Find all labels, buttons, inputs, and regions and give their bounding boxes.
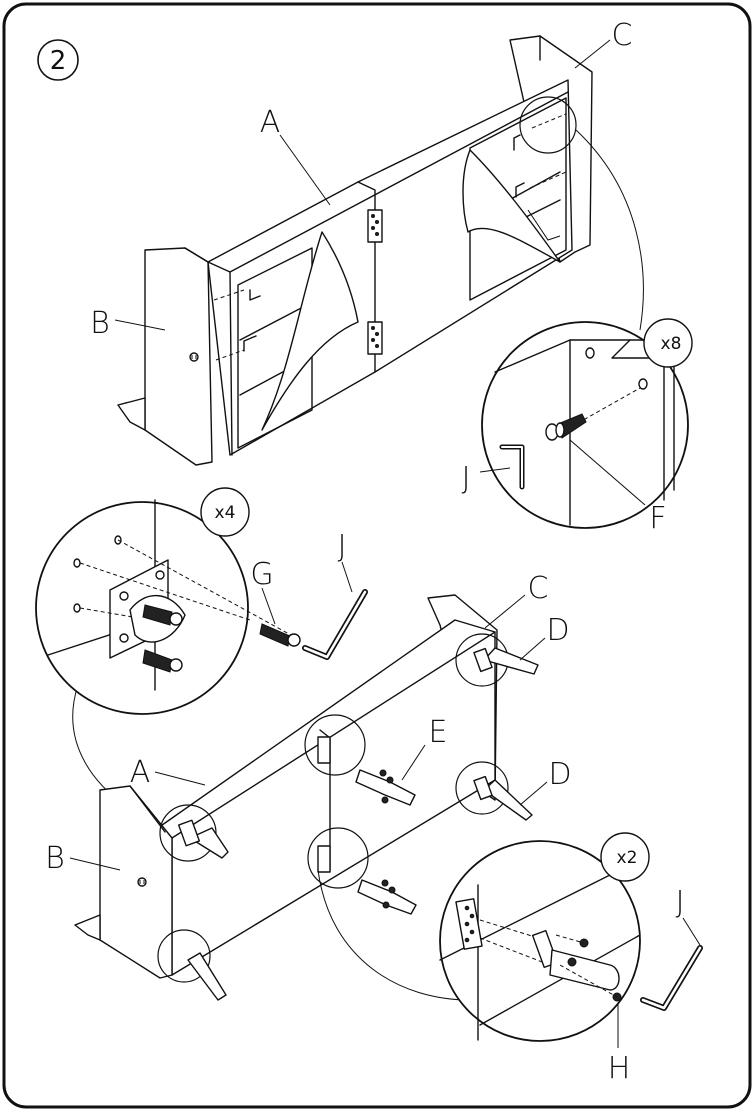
label-j-right: J	[676, 885, 685, 920]
label-j-left: J	[338, 529, 347, 564]
top-qty-label: x8	[661, 334, 682, 354]
step-number-badge: 2	[37, 39, 79, 81]
label-f-top: F	[649, 501, 666, 536]
allen-key-j-right	[640, 945, 703, 1011]
label-g: G	[250, 557, 273, 592]
allen-key-j-left	[302, 589, 368, 660]
detail-bubble-bolt-g: x4	[35, 487, 301, 715]
label-a-bottom: A	[130, 755, 151, 790]
label-c-top: C	[612, 18, 633, 53]
sofa-back-assembly-view	[117, 35, 644, 466]
label-e: E	[429, 715, 448, 750]
left-qty-label: x4	[215, 503, 236, 523]
label-b-bottom: B	[45, 841, 65, 876]
step-number: 2	[50, 46, 67, 76]
label-b-top: B	[90, 306, 110, 341]
bolt-g-part	[259, 623, 301, 647]
sofa-legs-assembly-view	[72, 594, 539, 1001]
detail-bubble-bracket-h: x2	[317, 832, 650, 1048]
label-d-upper: D	[546, 613, 569, 648]
label-a-top: A	[260, 105, 281, 140]
label-h: H	[608, 1051, 631, 1086]
label-d-lower: D	[548, 757, 571, 792]
label-j-top: J	[462, 461, 471, 496]
detail-bubble-screw-f: x8	[479, 318, 693, 529]
label-c-bottom: C	[528, 571, 549, 606]
right-qty-label: x2	[617, 848, 638, 868]
